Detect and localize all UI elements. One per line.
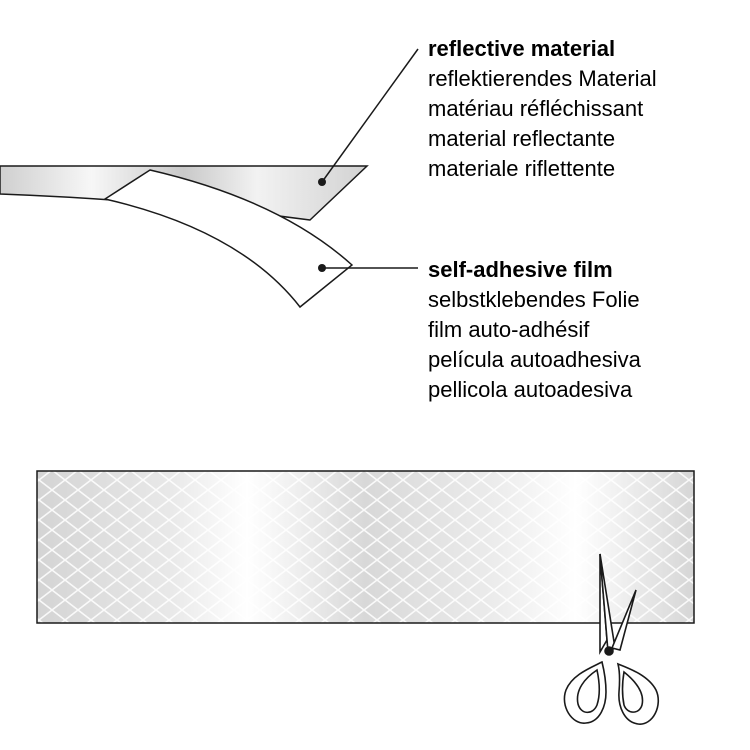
reflective-translation-it: materiale riflettente xyxy=(428,156,616,181)
reflective-translation-de: reflektierendes Material xyxy=(428,66,657,91)
self-adhesive-film-layer xyxy=(103,169,354,309)
reflective-translation-es: material reflectante xyxy=(428,126,616,151)
reflective-translation-fr: matériau réfléchissant xyxy=(428,96,644,121)
reflective-material-title: reflective material xyxy=(428,36,616,61)
adhesive-translation-it: pellicola autoadesiva xyxy=(428,377,633,402)
reflective-material-label: reflective material reflektierendes Mate… xyxy=(428,34,657,184)
reflective-tape-strip xyxy=(36,470,695,624)
adhesive-leader xyxy=(318,264,418,272)
scissors-icon xyxy=(563,553,660,725)
adhesive-translation-es: película autoadhesiva xyxy=(428,347,641,372)
self-adhesive-film-title: self-adhesive film xyxy=(428,257,613,282)
self-adhesive-film-label: self-adhesive film selbstklebendes Folie… xyxy=(428,255,641,405)
reflective-leader xyxy=(318,48,419,186)
adhesive-translation-de: selbstklebendes Folie xyxy=(428,287,640,312)
adhesive-translation-fr: film auto-adhésif xyxy=(428,317,590,342)
